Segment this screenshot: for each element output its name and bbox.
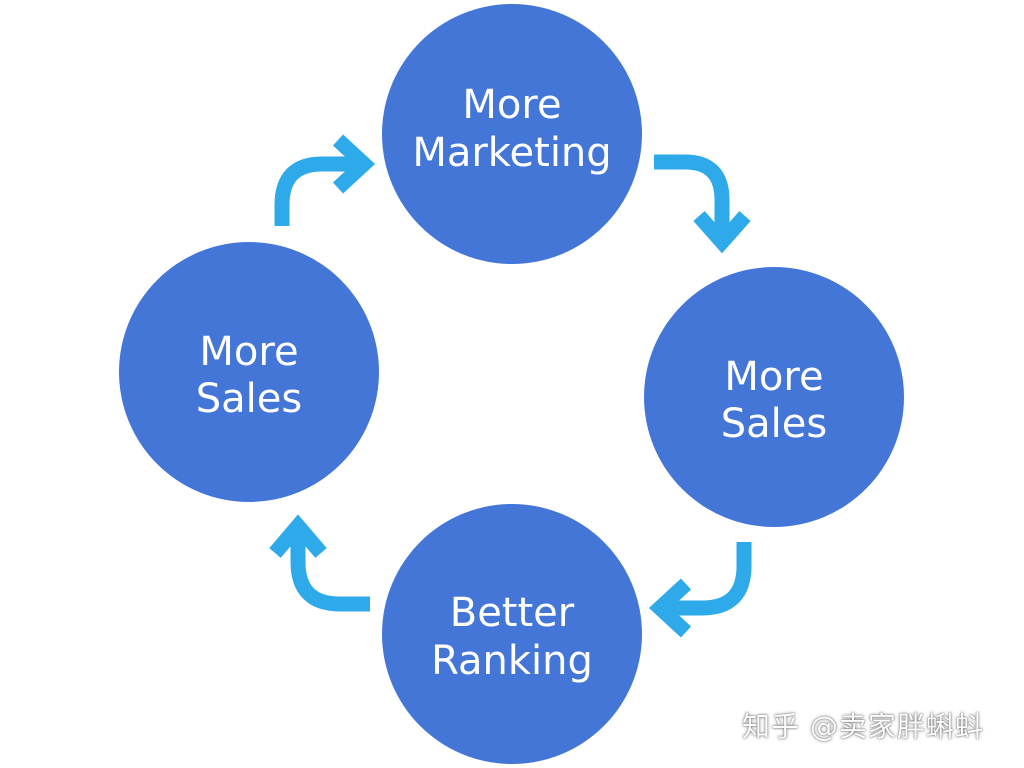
node-label-line2: Marketing xyxy=(412,130,611,176)
node-label-line1: More xyxy=(462,82,561,128)
node-circle xyxy=(119,242,379,502)
node-more-sales-right: More Sales xyxy=(644,267,904,527)
node-label-line1: Better xyxy=(450,590,575,636)
arrow-bottom-to-left xyxy=(269,514,370,612)
node-label-line2: Sales xyxy=(721,401,827,447)
node-circle xyxy=(644,267,904,527)
node-better-ranking: Better Ranking xyxy=(382,504,642,764)
node-label-line2: Ranking xyxy=(431,638,593,684)
arrows xyxy=(269,134,752,638)
arrow-right-to-bottom xyxy=(648,542,752,638)
arrow-top-to-right xyxy=(654,154,751,254)
node-more-sales-left: More Sales xyxy=(119,242,379,502)
node-label-line2: Sales xyxy=(196,376,302,422)
node-label-line1: More xyxy=(724,354,823,400)
node-label-line1: More xyxy=(199,329,298,375)
node-more-marketing: More Marketing xyxy=(382,4,642,264)
node-circle xyxy=(382,504,642,764)
watermark: 知乎 @卖家胖蝌蚪 xyxy=(742,710,984,743)
arrow-left-to-top xyxy=(274,134,376,226)
node-circle xyxy=(382,4,642,264)
